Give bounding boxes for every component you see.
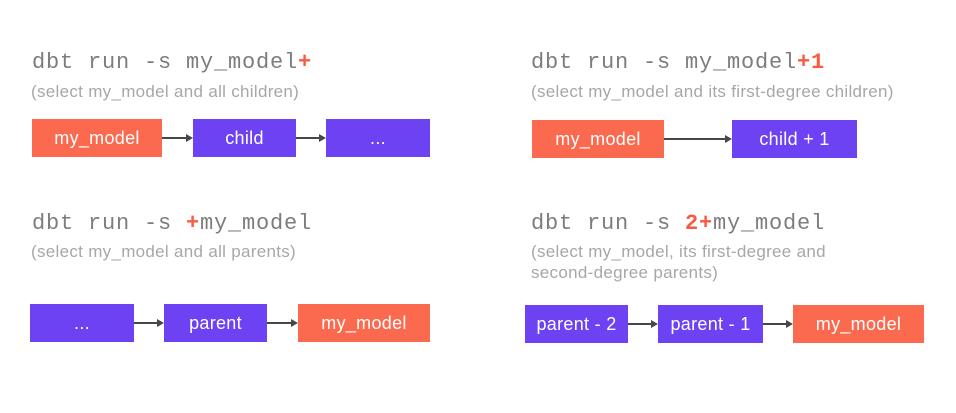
- command-caption: (select my_model and all children): [31, 82, 300, 101]
- command-text: dbt run -s my_model+: [32, 52, 312, 74]
- dag-row: parent - 2 parent - 1 my_model: [525, 305, 924, 343]
- command-caption: (select my_model and all parents): [31, 242, 297, 261]
- command-prefix: dbt run -s: [32, 211, 187, 236]
- command-caption: (select my_model, its first-degree and s…: [531, 242, 826, 282]
- command-highlight: +: [186, 211, 201, 236]
- command-highlight: 2+: [685, 211, 714, 236]
- command-highlight: +: [298, 50, 313, 75]
- arrow-line: [267, 322, 292, 324]
- arrow-line: [134, 322, 158, 324]
- dag-row: my_model child ...: [32, 119, 430, 157]
- node-my-model: my_model: [298, 304, 430, 342]
- arrow-head-icon: [651, 320, 658, 328]
- arrow-line: [664, 138, 726, 140]
- command-text: dbt run -s my_model+1: [531, 52, 825, 74]
- arrow-line: [763, 323, 787, 325]
- arrow-head-icon: [186, 134, 193, 142]
- node-parent-1: parent - 1: [658, 305, 763, 343]
- edge-arrow: [628, 305, 658, 343]
- node-my-model: my_model: [32, 119, 162, 157]
- command-text: dbt run -s +my_model: [32, 213, 312, 235]
- node-child: child: [193, 119, 296, 157]
- command-caption: (select my_model and its first-degree ch…: [531, 82, 894, 101]
- arrow-line: [296, 137, 320, 139]
- node-child-plus-1: child + 1: [732, 120, 857, 158]
- edge-arrow: [134, 304, 164, 342]
- command-prefix: dbt run -s: [531, 211, 686, 236]
- arrow-line: [628, 323, 652, 325]
- arrow-head-icon: [157, 319, 164, 327]
- arrow-head-icon: [319, 134, 326, 142]
- command-highlight: +1: [797, 50, 826, 75]
- node-ellipsis: ...: [326, 119, 430, 157]
- node-my-model: my_model: [532, 120, 664, 158]
- node-ellipsis: ...: [30, 304, 134, 342]
- edge-arrow: [763, 305, 793, 343]
- arrow-head-icon: [291, 319, 298, 327]
- command-prefix: dbt run -s my_model: [32, 50, 299, 75]
- arrow-head-icon: [725, 135, 732, 143]
- command-text: dbt run -s 2+my_model: [531, 213, 825, 235]
- node-parent: parent: [164, 304, 267, 342]
- command-prefix: dbt run -s my_model: [531, 50, 798, 75]
- command-suffix: my_model: [713, 211, 826, 236]
- arrow-line: [162, 137, 187, 139]
- arrow-head-icon: [786, 320, 793, 328]
- node-my-model: my_model: [793, 305, 924, 343]
- edge-arrow: [296, 119, 326, 157]
- dag-row: my_model child + 1: [532, 120, 857, 158]
- dag-row: ... parent my_model: [30, 304, 430, 342]
- command-suffix: my_model: [200, 211, 313, 236]
- node-parent-2: parent - 2: [525, 305, 628, 343]
- edge-arrow: [664, 120, 732, 158]
- edge-arrow: [162, 119, 193, 157]
- edge-arrow: [267, 304, 298, 342]
